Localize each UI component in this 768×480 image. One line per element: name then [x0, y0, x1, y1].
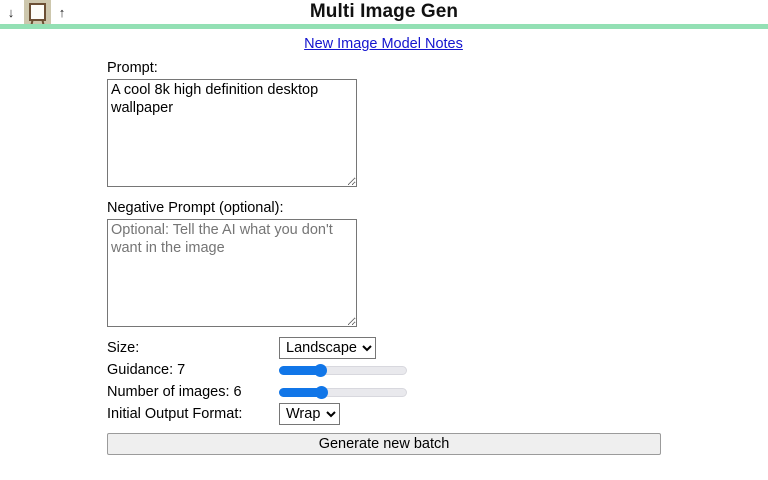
size-label: Size: — [107, 340, 140, 356]
guidance-slider-thumb[interactable] — [313, 363, 327, 377]
guidance-row: Guidance: 7 — [107, 359, 768, 381]
notes-link-row: New Image Model Notes — [0, 29, 768, 52]
new-image-model-notes-link[interactable]: New Image Model Notes — [304, 36, 463, 52]
number-of-images-row: Number of images: 6 — [107, 381, 768, 403]
number-of-images-slider-thumb[interactable] — [314, 385, 328, 399]
guidance-slider-fill — [279, 365, 320, 375]
browser-chrome-bar: ↓ ↑ Multi Image Gen — [0, 0, 768, 26]
generate-new-batch-button[interactable]: Generate new batch — [107, 433, 661, 455]
easel-picture-icon[interactable] — [24, 0, 51, 26]
image-generation-form: Prompt: Negative Prompt (optional): Size… — [0, 52, 768, 455]
negative-prompt-input[interactable] — [107, 219, 357, 327]
size-select[interactable]: Landscape — [279, 337, 376, 359]
prompt-label: Prompt: — [107, 60, 158, 76]
number-of-images-slider[interactable] — [279, 385, 407, 399]
negative-prompt-label: Negative Prompt (optional): — [107, 200, 284, 216]
number-of-images-label: Number of images: 6 — [107, 384, 242, 400]
back-arrow-icon[interactable]: ↓ — [7, 5, 15, 20]
output-format-row: Initial Output Format: Wrap — [107, 403, 768, 425]
generate-row: Generate new batch — [107, 425, 768, 455]
size-row: Size: Landscape — [107, 337, 768, 359]
guidance-slider[interactable] — [279, 363, 407, 377]
accent-rule — [0, 24, 768, 29]
forward-arrow-icon[interactable]: ↑ — [58, 5, 66, 20]
easel-canvas-shape — [29, 3, 46, 21]
number-of-images-slider-fill — [279, 387, 322, 397]
output-format-select[interactable]: Wrap — [279, 403, 340, 425]
main-content: New Image Model Notes Prompt: Negative P… — [0, 29, 768, 455]
prompt-input[interactable] — [107, 79, 357, 187]
output-format-label: Initial Output Format: — [107, 406, 243, 422]
page-title: Multi Image Gen — [309, 1, 459, 22]
guidance-label: Guidance: 7 — [107, 362, 186, 378]
